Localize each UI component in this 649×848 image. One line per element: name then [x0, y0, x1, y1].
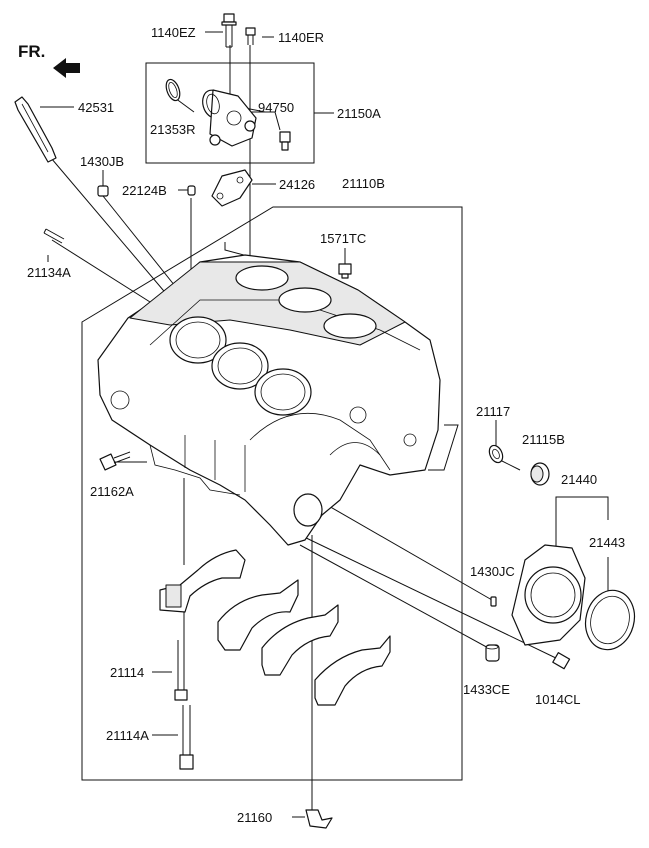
bolt-1014cl-icon [552, 652, 571, 670]
bolt-1140ez-icon [221, 13, 237, 48]
label-21150a: 21150A [337, 106, 381, 121]
pin-1430jc-icon [490, 596, 497, 607]
label-1140ez: 1140EZ [151, 25, 196, 40]
cylinder-block-icon [97, 254, 441, 546]
bolt-1140er-icon [245, 27, 256, 45]
label-1433ce: 1433CE [463, 682, 510, 697]
label-21160: 21160 [237, 810, 272, 825]
label-21162a: 21162A [90, 484, 134, 499]
label-1014cl: 1014CL [535, 692, 581, 707]
label-21440: 21440 [561, 472, 597, 487]
bearing-cap-1-icon [159, 549, 246, 613]
label-21134a: 21134A [27, 265, 71, 280]
oil-level-gauge-icon [14, 96, 57, 163]
oil-jet-21160-icon [305, 809, 333, 829]
label-94750: 94750 [258, 100, 294, 115]
front-label: FR. [18, 42, 45, 61]
bearing-cap-2-icon [217, 579, 299, 651]
label-21115b: 21115B [522, 432, 565, 447]
plug-1430jb-icon [97, 185, 109, 197]
front-arrow-icon [53, 58, 80, 78]
washer-21117-icon [488, 444, 504, 464]
label-1571tc: 1571TC [320, 231, 366, 246]
part-labels: 1140EZ 1140ER 42531 94750 21150A 21353R … [27, 25, 625, 825]
dowel-22124b-icon [187, 185, 196, 196]
dowel-1433ce-icon [485, 644, 500, 662]
temperature-sensor-icon [279, 131, 291, 151]
leader-lines [39, 31, 609, 818]
cylinder-block-assembly-box [81, 206, 463, 781]
label-1430jc: 1430JC [470, 564, 515, 579]
o-ring-21353r-icon [165, 78, 181, 102]
bearing-cap-4-icon [314, 635, 391, 706]
rear-oil-seal-case-icon [511, 544, 586, 646]
plug-21115b-icon [530, 462, 550, 486]
label-24126: 24126 [279, 177, 315, 192]
label-21110b: 21110B [342, 176, 385, 191]
label-22124b: 22124B [122, 183, 167, 198]
front-direction-indicator: FR. [18, 42, 80, 78]
label-21114: 21114 [110, 665, 144, 680]
bearing-cap-3-icon [261, 604, 339, 676]
label-21117: 21117 [476, 404, 510, 419]
label-21353r: 21353R [150, 122, 196, 137]
label-21443: 21443 [589, 535, 625, 550]
rear-oil-seal-icon [584, 589, 636, 651]
bolt-21162a-icon [99, 451, 131, 471]
bracket-24126-icon [211, 169, 253, 207]
label-42531: 42531 [78, 100, 114, 115]
water-inlet-fitting-icon [202, 89, 257, 147]
bolt-1571tc-icon [338, 263, 352, 279]
main-bearing-bolt-21114-icon [174, 640, 188, 701]
label-1140er: 1140ER [278, 30, 324, 45]
main-bearing-bolt-21114a-icon [179, 705, 194, 770]
stud-21134a-icon [43, 228, 65, 244]
label-1430jb: 1430JB [80, 154, 124, 169]
label-21114a: 21114A [106, 728, 149, 743]
